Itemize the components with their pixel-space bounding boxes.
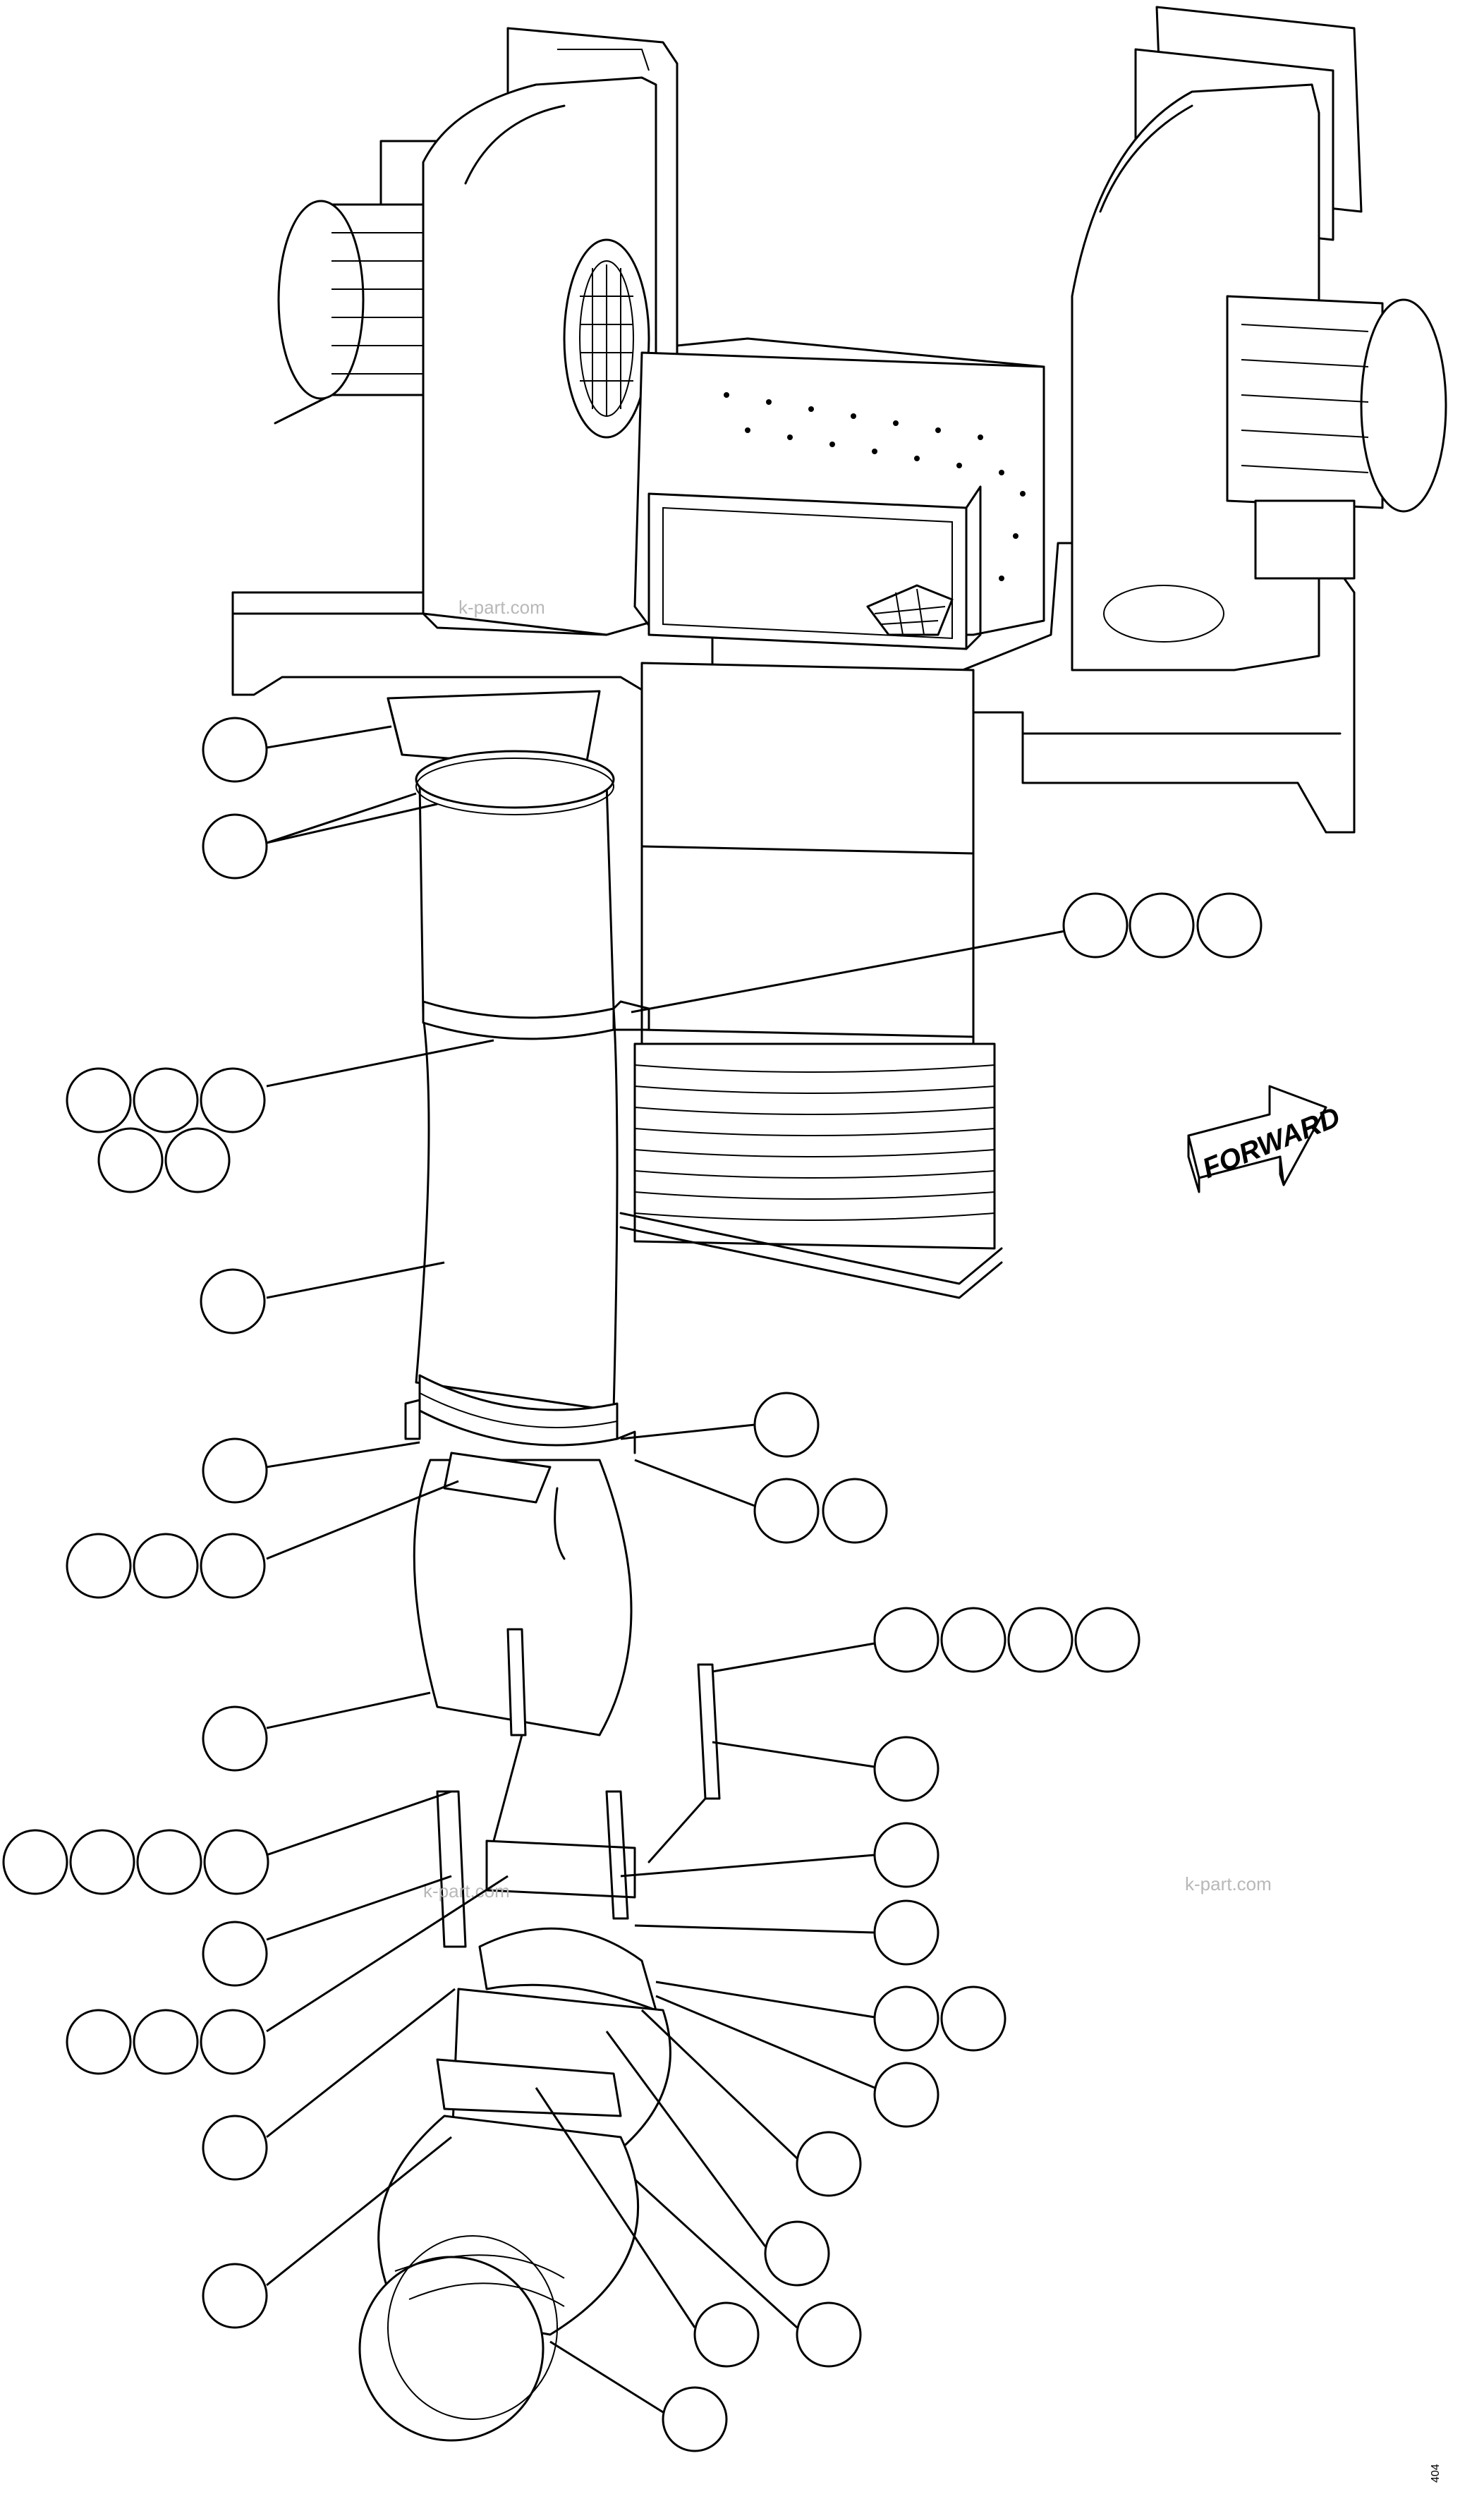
- callout-8: [634, 1459, 888, 1544]
- callout-15: [202, 1875, 452, 1987]
- watermark: k-part.com: [1185, 1873, 1272, 1894]
- callout-24: [535, 2087, 760, 2368]
- callout-19: [655, 1995, 939, 2128]
- callout-1: [202, 717, 392, 783]
- callout-12: [712, 1736, 939, 1802]
- callouts: [2, 717, 1263, 2452]
- callout-23: [202, 2136, 452, 2329]
- right-blower-assembly: [944, 6, 1447, 834]
- transition-hood: [387, 690, 601, 770]
- callout-6: [620, 1392, 820, 1458]
- callout-10: [712, 1607, 1141, 1673]
- callout-18: [655, 1981, 1006, 2052]
- callout-21: [640, 2009, 862, 2197]
- left-blower-assembly: [231, 27, 714, 700]
- figure-code: 404: [1430, 2464, 1442, 2483]
- callout-16: [634, 1899, 939, 1966]
- callout-25: [633, 2178, 862, 2368]
- callout-7: [202, 1437, 420, 1504]
- forward-arrow: FORWARD: [1187, 1085, 1344, 1193]
- callout-9: [66, 1480, 459, 1599]
- callout-2: [202, 792, 438, 880]
- lower-flex-tube: [358, 1927, 671, 2442]
- callout-14: [620, 1822, 939, 1888]
- callout-17: [66, 1875, 509, 2075]
- callout-3: [631, 892, 1263, 1014]
- watermark: k-part.com: [458, 597, 545, 618]
- callout-11: [202, 1691, 431, 1772]
- callout-26: [549, 2340, 728, 2452]
- callout-20: [202, 1988, 456, 2181]
- callout-5: [200, 1261, 445, 1334]
- filter-plenum-box: [633, 337, 1045, 650]
- callout-4: [66, 1039, 494, 1193]
- vertical-duct: [619, 662, 1003, 1299]
- callout-13: [2, 1790, 452, 1895]
- callout-22: [605, 2031, 830, 2287]
- upper-flex-hose: [404, 750, 650, 1736]
